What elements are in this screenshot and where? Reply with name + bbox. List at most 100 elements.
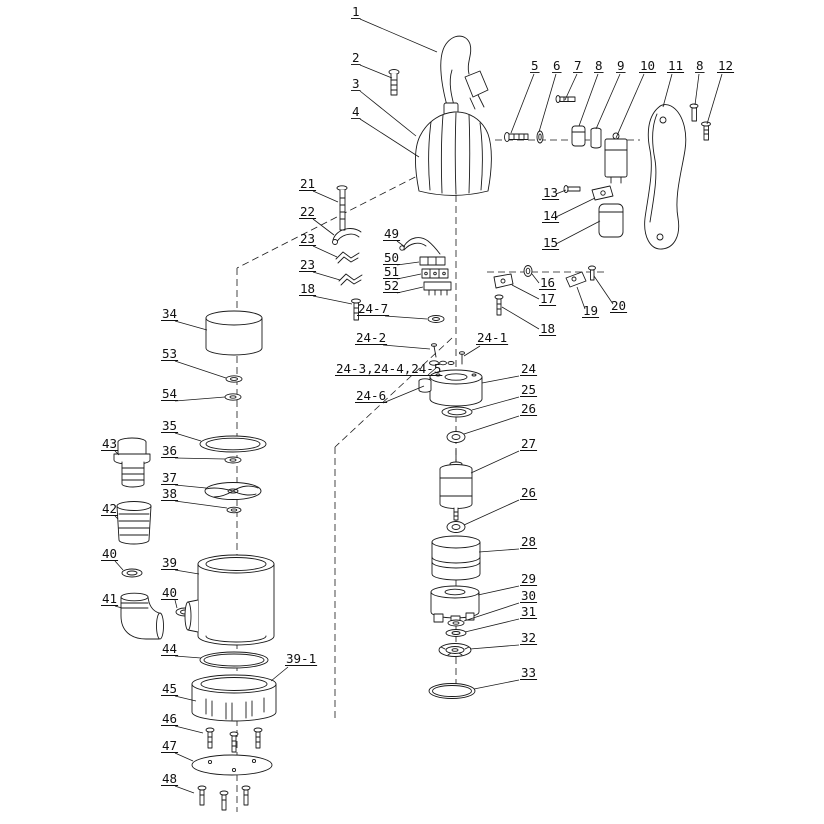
- part-10-protector-switch: [604, 132, 628, 184]
- leader-line-14: [555, 197, 596, 218]
- part-label-30: 30: [521, 588, 536, 603]
- part-label-23: 23: [300, 257, 315, 272]
- leader-line-38: [174, 500, 228, 509]
- part-label-40: 40: [162, 585, 177, 600]
- part-34-cap: [205, 310, 263, 356]
- part-label-33: 33: [521, 665, 536, 680]
- part-label-43: 43: [102, 436, 117, 451]
- part-25-ring: [441, 406, 473, 418]
- leader-line-29: [477, 585, 520, 596]
- leader-line-5: [510, 73, 535, 134]
- part-24-seal-housing: [429, 369, 483, 407]
- part-label-8: 8: [696, 58, 704, 73]
- part-26-bearing-lower: [446, 521, 466, 533]
- leader-line-54: [174, 396, 226, 402]
- part-37-impeller-disc: [204, 482, 262, 500]
- part-label-28: 28: [521, 534, 536, 549]
- part-label-4: 4: [352, 104, 360, 119]
- part-21-bolt: [336, 185, 348, 231]
- leader-line-24-6: [382, 385, 425, 404]
- part-label-23: 23: [300, 231, 315, 246]
- leader-line-6: [538, 73, 557, 133]
- part-48-screws: [197, 785, 251, 811]
- part-label-15: 15: [543, 235, 558, 250]
- leader-line-48: [174, 785, 195, 794]
- leader-line-32: [469, 644, 520, 650]
- part-35-ring: [199, 435, 267, 453]
- part-24-1-screw: [459, 351, 465, 365]
- part-54-washer: [224, 393, 242, 401]
- part-26-bearing-upper: [446, 431, 466, 443]
- leader-line-34: [174, 320, 208, 331]
- part-50-terminal: [419, 256, 446, 266]
- part-label-53: 53: [162, 346, 177, 361]
- part-label-16: 16: [540, 275, 555, 290]
- leader-line-22: [312, 218, 335, 236]
- part-32-seal: [438, 643, 472, 657]
- part-40-washer-left: [121, 568, 143, 578]
- part-47-bottom-plate: [191, 754, 273, 776]
- leader-line-17: [511, 284, 540, 300]
- part-44-oring: [199, 651, 269, 669]
- part-24-345-washers: [429, 360, 455, 366]
- part-label-5: 5: [531, 58, 539, 73]
- part-19-contact-plate: [565, 271, 587, 288]
- part-label-52: 52: [384, 278, 399, 293]
- part-label-6: 6: [553, 58, 561, 73]
- part-label-2: 2: [352, 50, 360, 65]
- leader-line-47: [174, 752, 194, 762]
- part-9-sleeve: [590, 127, 602, 149]
- part-label-40: 40: [102, 546, 117, 561]
- leader-line-28: [478, 548, 520, 553]
- part-27-rotor: [439, 449, 473, 521]
- part-52-terminal-comb: [423, 281, 452, 296]
- leader-line-15: [555, 220, 601, 245]
- part-28-canister: [431, 535, 481, 581]
- part-label-50: 50: [384, 250, 399, 265]
- part-label-26: 26: [521, 485, 536, 500]
- leader-line-35: [174, 432, 202, 442]
- part-14-bracket: [591, 185, 614, 201]
- leader-line-43: [114, 450, 120, 456]
- leader-line-12: [706, 73, 723, 125]
- leader-line-27: [470, 450, 520, 474]
- part-31-washer: [445, 629, 467, 637]
- part-label-13: 13: [543, 185, 558, 200]
- leader-line-40: [174, 599, 178, 609]
- part-label-38: 38: [162, 486, 177, 501]
- part-label-32: 32: [521, 630, 536, 645]
- part-6-washer: [536, 130, 544, 144]
- part-label-18: 18: [300, 281, 315, 296]
- assembly-axes: [236, 139, 640, 812]
- part-label-18: 18: [540, 321, 555, 336]
- part-label-24-2: 24-2: [356, 330, 386, 345]
- part-51-terminal: [421, 268, 449, 279]
- part-43-hose-adapter: [113, 437, 151, 488]
- leader-line-16: [531, 273, 540, 284]
- leader-line-23: [312, 245, 338, 258]
- part-label-35: 35: [162, 418, 177, 433]
- leader-line-30: [463, 602, 520, 622]
- part-20-screw: [588, 265, 596, 281]
- part-label-11: 11: [668, 58, 683, 73]
- leader-line-18: [312, 295, 353, 305]
- leader-line-51: [396, 273, 422, 280]
- part-label-37: 37: [162, 470, 177, 485]
- part-42-coupling: [116, 501, 152, 545]
- part-17-bracket: [493, 273, 514, 289]
- part-label-17: 17: [540, 291, 555, 306]
- part-49-wire-hook: [399, 237, 441, 255]
- part-label-42: 42: [102, 501, 117, 516]
- part-label-8: 8: [595, 58, 603, 73]
- part-1-power-cable: [440, 35, 489, 117]
- part-23-clip-b: [338, 273, 363, 286]
- part-8-capacitor: [571, 125, 586, 147]
- part-label-1: 1: [352, 4, 360, 19]
- leader-line-20: [593, 275, 614, 305]
- part-label-48: 48: [162, 771, 177, 786]
- leader-line-39-1: [270, 666, 289, 682]
- leader-line-49: [396, 240, 406, 248]
- part-label-29: 29: [521, 571, 536, 586]
- leader-line-40: [114, 560, 124, 571]
